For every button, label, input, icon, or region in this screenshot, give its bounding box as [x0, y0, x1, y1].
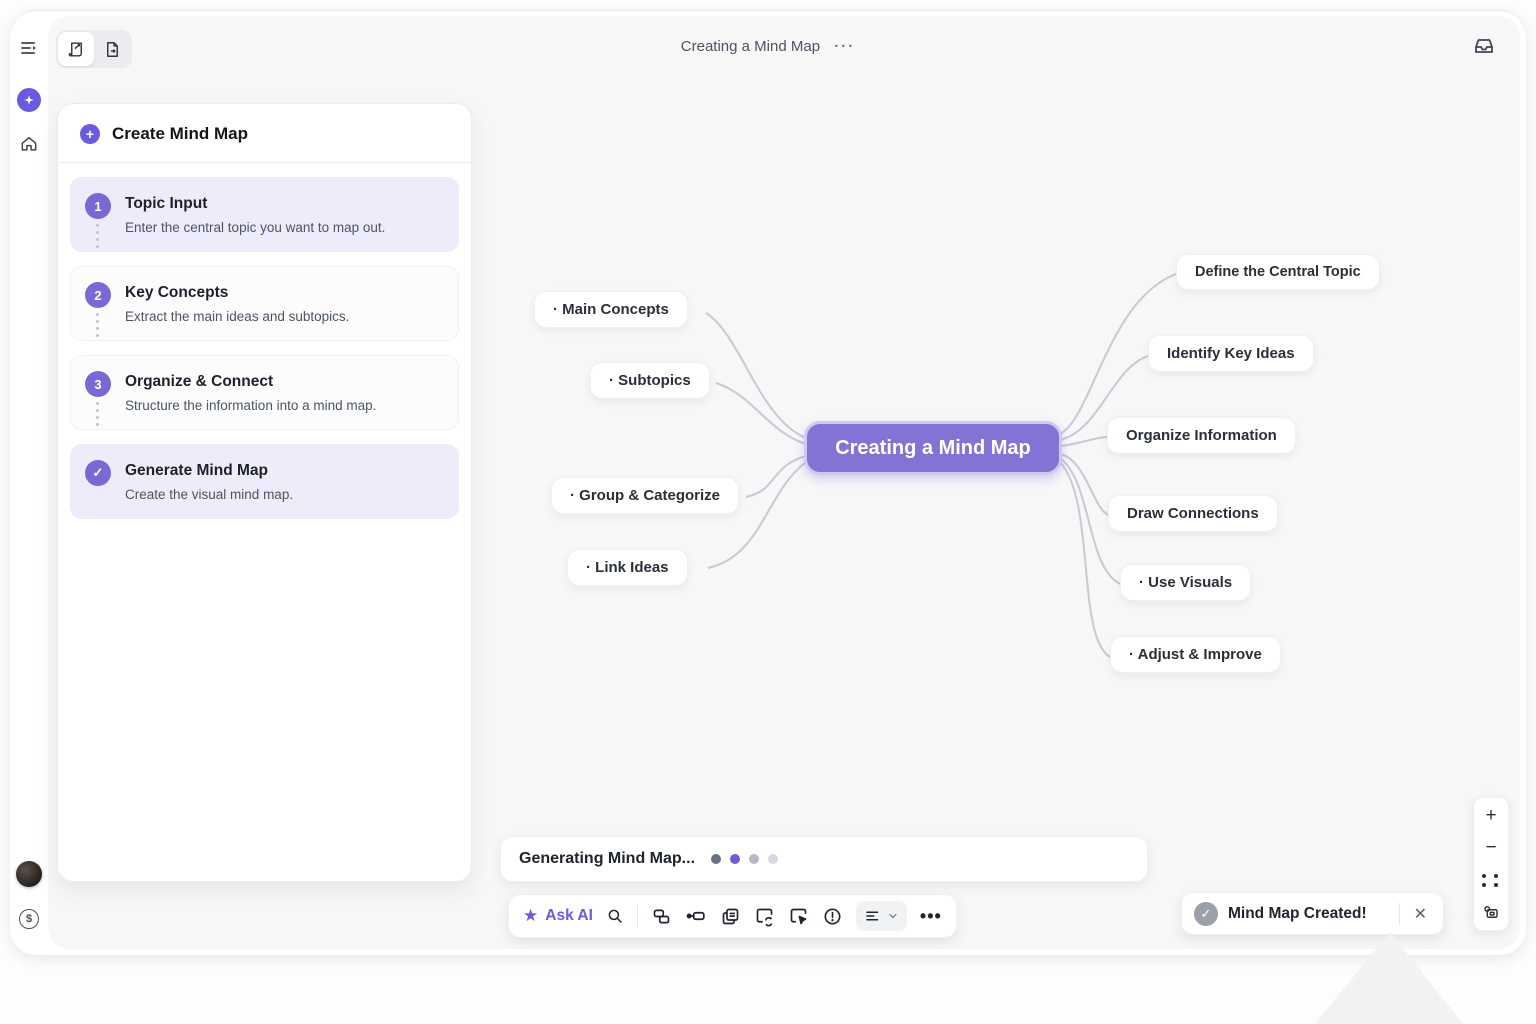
star-icon: ★ [523, 906, 539, 925]
add-sibling-node-icon[interactable] [685, 905, 707, 927]
step-3-number: 3 [85, 371, 111, 397]
title-more-icon[interactable]: ··· [834, 38, 856, 55]
step-description: Extract the main ideas and subtopics. [125, 309, 350, 324]
generation-status-bar: Generating Mind Map... [500, 836, 1148, 882]
check-icon: ✓ [85, 460, 111, 486]
close-icon[interactable]: ✕ [1413, 905, 1427, 923]
step-title: Organize & Connect [125, 373, 274, 390]
step-topic-input[interactable]: 1 Topic Input Enter the central topic yo… [70, 177, 459, 252]
central-topic-node[interactable]: Creating a Mind Map [804, 421, 1062, 475]
step-description: Structure the information into a mind ma… [125, 398, 377, 413]
canvas-toolbar: ★ Ask AI [508, 894, 957, 938]
user-avatar[interactable] [16, 861, 42, 887]
home-icon[interactable] [17, 132, 41, 156]
select-tool-icon[interactable] [788, 906, 809, 927]
layout-dropdown[interactable] [855, 901, 907, 931]
node-group-categorize[interactable]: · Group & Categorize [551, 477, 740, 514]
node-adjust-improve[interactable]: · Adjust & Improve [1110, 636, 1281, 673]
steps-list: 1 Topic Input Enter the central topic yo… [58, 163, 471, 533]
lock-canvas-icon[interactable] [1478, 900, 1504, 924]
plus-badge-icon: + [80, 124, 100, 144]
credits-icon[interactable]: $ [19, 909, 39, 929]
step-title: Key Concepts [125, 284, 229, 301]
sidebar-toggle-icon[interactable] [17, 36, 41, 60]
node-main-concepts[interactable]: · Main Concepts [534, 291, 688, 328]
ai-assistant-icon[interactable] [17, 88, 41, 112]
zoom-out-button[interactable]: − [1485, 837, 1497, 858]
document-view-tab[interactable] [94, 32, 130, 66]
panel-title: Create Mind Map [112, 124, 249, 143]
node-identify-key-ideas[interactable]: Identify Key Ideas [1148, 335, 1314, 372]
ask-ai-button[interactable]: ★ Ask AI [523, 906, 593, 926]
mindmap-created-toast: ✓ Mind Map Created! ✕ [1181, 892, 1444, 935]
node-organize-information[interactable]: Organize Information [1107, 417, 1296, 454]
step-organize-connect[interactable]: 3 Organize & Connect Structure the infor… [70, 355, 459, 430]
zoom-in-button[interactable]: + [1485, 805, 1497, 826]
window-title: Creating a Mind Map ··· [10, 38, 1526, 55]
node-define-central-topic[interactable]: Define the Central Topic [1176, 254, 1380, 290]
node-use-visuals[interactable]: · Use Visuals [1120, 564, 1252, 601]
success-check-icon: ✓ [1194, 901, 1218, 926]
node-draw-connections[interactable]: Draw Connections [1108, 495, 1278, 532]
page-title: Creating a Mind Map [680, 38, 821, 55]
copy-style-icon[interactable] [720, 906, 741, 927]
ask-ai-label: Ask AI [545, 907, 593, 924]
paste-replace-icon[interactable] [754, 906, 775, 927]
step-description: Create the visual mind map. [125, 487, 294, 502]
step-key-concepts[interactable]: 2 Key Concepts Extract the main ideas an… [70, 266, 459, 341]
step-generate-mindmap[interactable]: ✓ Generate Mind Map Create the visual mi… [70, 444, 459, 519]
step-2-number: 2 [85, 282, 111, 308]
create-mindmap-panel: + Create Mind Map 1 Topic Input Enter th… [57, 103, 472, 882]
panel-header: + Create Mind Map [58, 104, 471, 163]
step-description: Enter the central topic you want to map … [125, 220, 386, 235]
step-1-connector [96, 224, 99, 248]
view-switcher [56, 30, 132, 68]
fit-view-icon[interactable] [1478, 868, 1504, 892]
script-view-tab[interactable] [58, 32, 94, 66]
toast-message: Mind Map Created! [1228, 904, 1367, 922]
zoom-controls: + − [1473, 797, 1509, 931]
step-2-connector [96, 313, 99, 337]
chevron-down-icon [889, 913, 897, 919]
step-3-connector [96, 402, 99, 426]
toolbar-divider [636, 904, 638, 928]
app-window: $ Creating a Mind Map ··· [10, 10, 1526, 955]
info-icon[interactable] [822, 906, 843, 927]
status-text: Generating Mind Map... [519, 850, 696, 867]
toast-divider [1398, 902, 1400, 925]
inbox-icon[interactable] [1472, 34, 1498, 60]
node-link-ideas[interactable]: · Link Ideas [567, 549, 688, 586]
left-rail: $ [10, 10, 48, 955]
step-1-number: 1 [85, 193, 111, 219]
step-title: Topic Input [125, 195, 208, 212]
background-decoration [1315, 932, 1463, 1024]
node-subtopics[interactable]: · Subtopics [590, 362, 710, 399]
step-title: Generate Mind Map [125, 462, 268, 479]
duplicate-node-icon[interactable] [651, 906, 672, 927]
search-icon[interactable] [606, 907, 624, 925]
more-options-icon[interactable]: ••• [919, 905, 942, 926]
loading-dots [711, 854, 779, 864]
